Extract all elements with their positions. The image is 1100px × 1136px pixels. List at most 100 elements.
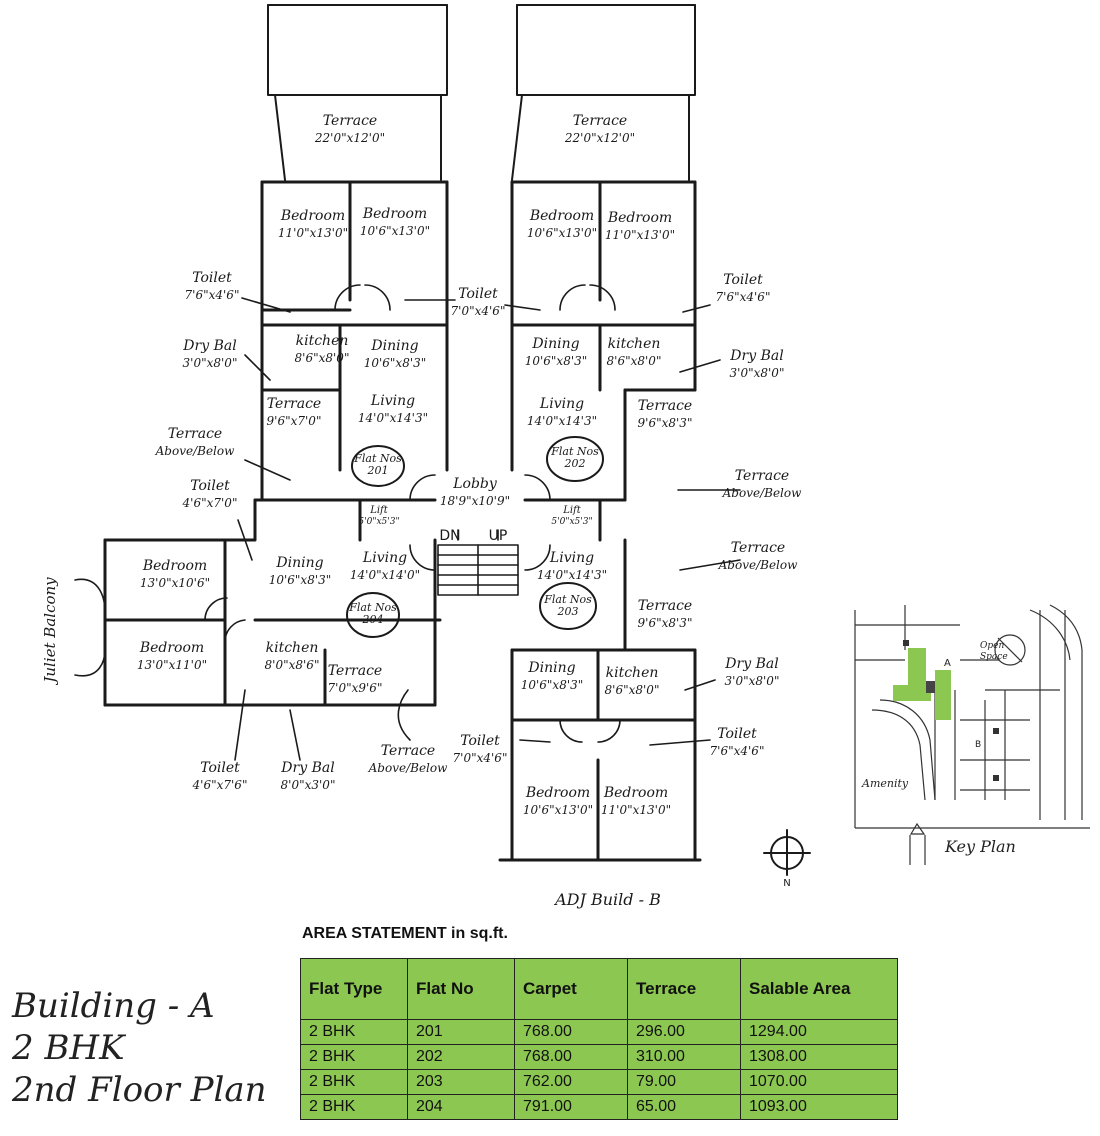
north-label: N xyxy=(783,878,790,889)
staircase xyxy=(437,529,519,596)
juliet-balcony-label: Juliet Balcony xyxy=(41,577,59,686)
cell: 204 xyxy=(407,1094,515,1120)
col-flat-no: Flat No xyxy=(407,958,515,1020)
cell: 296.00 xyxy=(627,1019,741,1045)
building-walls xyxy=(103,180,702,862)
upper-terrace-outlines xyxy=(267,4,696,181)
cell: 768.00 xyxy=(514,1019,628,1045)
stairs-down-label: DN xyxy=(439,528,460,544)
cell: 201 xyxy=(407,1019,515,1045)
cell: 1294.00 xyxy=(740,1019,898,1045)
table-row: 2 BHK 201 768.00 296.00 1294.00 xyxy=(300,1019,898,1045)
col-carpet: Carpet xyxy=(514,958,628,1020)
annotation-arrows xyxy=(74,297,741,761)
title-block: Building - A 2 BHK 2nd Floor Plan xyxy=(12,985,292,1111)
col-terrace: Terrace xyxy=(627,958,741,1020)
cell: 310.00 xyxy=(627,1044,741,1070)
flat-tag-outlines xyxy=(346,436,604,638)
floor-plan-title: 2nd Floor Plan xyxy=(12,1070,267,1110)
cell: 1070.00 xyxy=(740,1069,898,1095)
table-row: 2 BHK 202 768.00 310.00 1308.00 xyxy=(300,1044,898,1070)
col-flat-type: Flat Type xyxy=(300,958,408,1020)
cell: 65.00 xyxy=(627,1094,741,1120)
cell: 768.00 xyxy=(514,1044,628,1070)
key-plan-highlight xyxy=(893,648,951,720)
cell: 2 BHK xyxy=(300,1069,408,1095)
stairs-up-label: UP xyxy=(489,528,508,544)
key-plan-title: Key Plan xyxy=(944,837,1016,856)
area-table-header-row: Flat Type Flat No Carpet Terrace Salable… xyxy=(300,958,898,1020)
area-statement-heading: AREA STATEMENT in sq.ft. xyxy=(302,925,508,942)
cell: 762.00 xyxy=(514,1069,628,1095)
key-plan-amenity-label: Amenity xyxy=(861,777,909,790)
flat-type-title: 2 BHK xyxy=(12,1028,125,1068)
cell: 2 BHK xyxy=(300,1019,408,1045)
cell: 2 BHK xyxy=(300,1044,408,1070)
area-statement-table: Flat Type Flat No Carpet Terrace Salable… xyxy=(300,958,898,1120)
key-plan-label-b: B xyxy=(975,740,981,750)
cell: 1093.00 xyxy=(740,1094,898,1120)
cell: 2 BHK xyxy=(300,1094,408,1120)
cell: 1308.00 xyxy=(740,1044,898,1070)
cell: 202 xyxy=(407,1044,515,1070)
table-row: 2 BHK 203 762.00 79.00 1070.00 xyxy=(300,1069,898,1095)
north-arrow-symbol xyxy=(763,829,811,876)
col-salable-area: Salable Area xyxy=(740,958,898,1020)
building-title: Building - A xyxy=(12,986,215,1026)
cell: 203 xyxy=(407,1069,515,1095)
cell: 79.00 xyxy=(627,1069,741,1095)
adjacent-building-label: ADJ Build - B xyxy=(553,890,661,909)
